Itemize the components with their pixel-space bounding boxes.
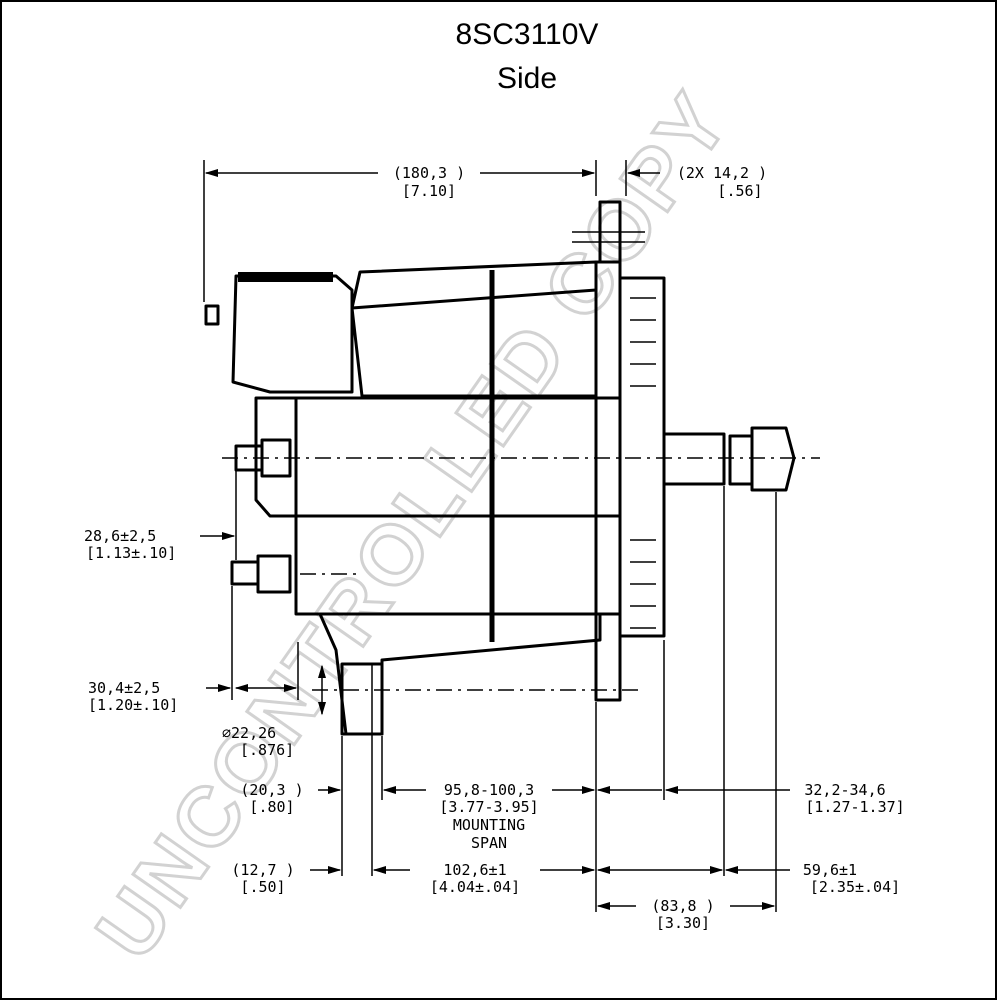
dim-pulley-length: (83,8 ) [651, 897, 714, 915]
dim-shaft-length: 32,2-34,6 [804, 781, 885, 799]
foot-bushing [340, 662, 384, 736]
dim-terminal-offset-2: 30,4±2,5 [88, 679, 160, 697]
view-label: Side [497, 62, 557, 95]
dim-mount-ear: (2X 14,2 ) [677, 164, 767, 182]
regulator-bolt [204, 304, 220, 326]
dim-foot-to-face-in: [4.04±.04] [430, 878, 520, 896]
dim-mount-ear-in: [.56] [717, 182, 762, 200]
drawing-title: 8SC3110V [456, 18, 599, 51]
dim-rear-foot: (12,7 ) [231, 861, 294, 879]
dim-terminal-offset-1: 28,6±2,5 [84, 527, 156, 545]
dimension-lines [200, 168, 790, 911]
dim-terminal-offset-1-in: [1.13±.10] [86, 544, 176, 562]
regulator-cap [238, 272, 333, 282]
dim-bore-dia-in: [.876] [240, 741, 294, 759]
dim-face-to-shaft: 59,6±1 [803, 861, 857, 879]
regulator-housing [231, 274, 354, 394]
dim-rear-foot-in: [.50] [240, 878, 285, 896]
dim-foot-to-face: 102,6±1 [443, 861, 506, 879]
dim-pulley-length-in: [3.30] [656, 914, 710, 932]
shaft [662, 432, 726, 486]
fan-blades [630, 297, 656, 629]
dim-mounting-span: 95,8-100,3 [444, 781, 534, 799]
watermark: UNCONTROLLED COPY [78, 74, 748, 975]
extension-lines [203, 160, 777, 912]
alternator-side-view [204, 200, 796, 736]
dim-mounting-span-in: [3.77-3.95] [439, 798, 538, 816]
mounting-span-label-1: MOUNTING [453, 816, 525, 834]
mounting-span-label-2: SPAN [471, 834, 507, 852]
dimension-labels: (180,3 ) [7.10] (2X 14,2 ) [.56] 28,6±2,… [84, 164, 905, 932]
dim-shaft-length-in: [1.27-1.37] [805, 798, 904, 816]
dim-overall-length-in: [7.10] [402, 182, 456, 200]
rear-bracket [254, 396, 298, 518]
dim-face-to-shaft-in: [2.35±.04] [810, 878, 900, 896]
fan-pulley [618, 276, 666, 638]
terminal-stud-upper [234, 438, 292, 478]
shaft-nut [728, 426, 796, 492]
dim-bore-dia: ⌀22,26 [222, 724, 276, 742]
dim-overall-length: (180,3 ) [393, 164, 465, 182]
terminal-stud-lower [230, 554, 292, 594]
dim-terminal-offset-2-in: [1.20±.10] [88, 696, 178, 714]
dim-foot-width-in: [.80] [249, 798, 294, 816]
dim-foot-width: (20,3 ) [240, 781, 303, 799]
